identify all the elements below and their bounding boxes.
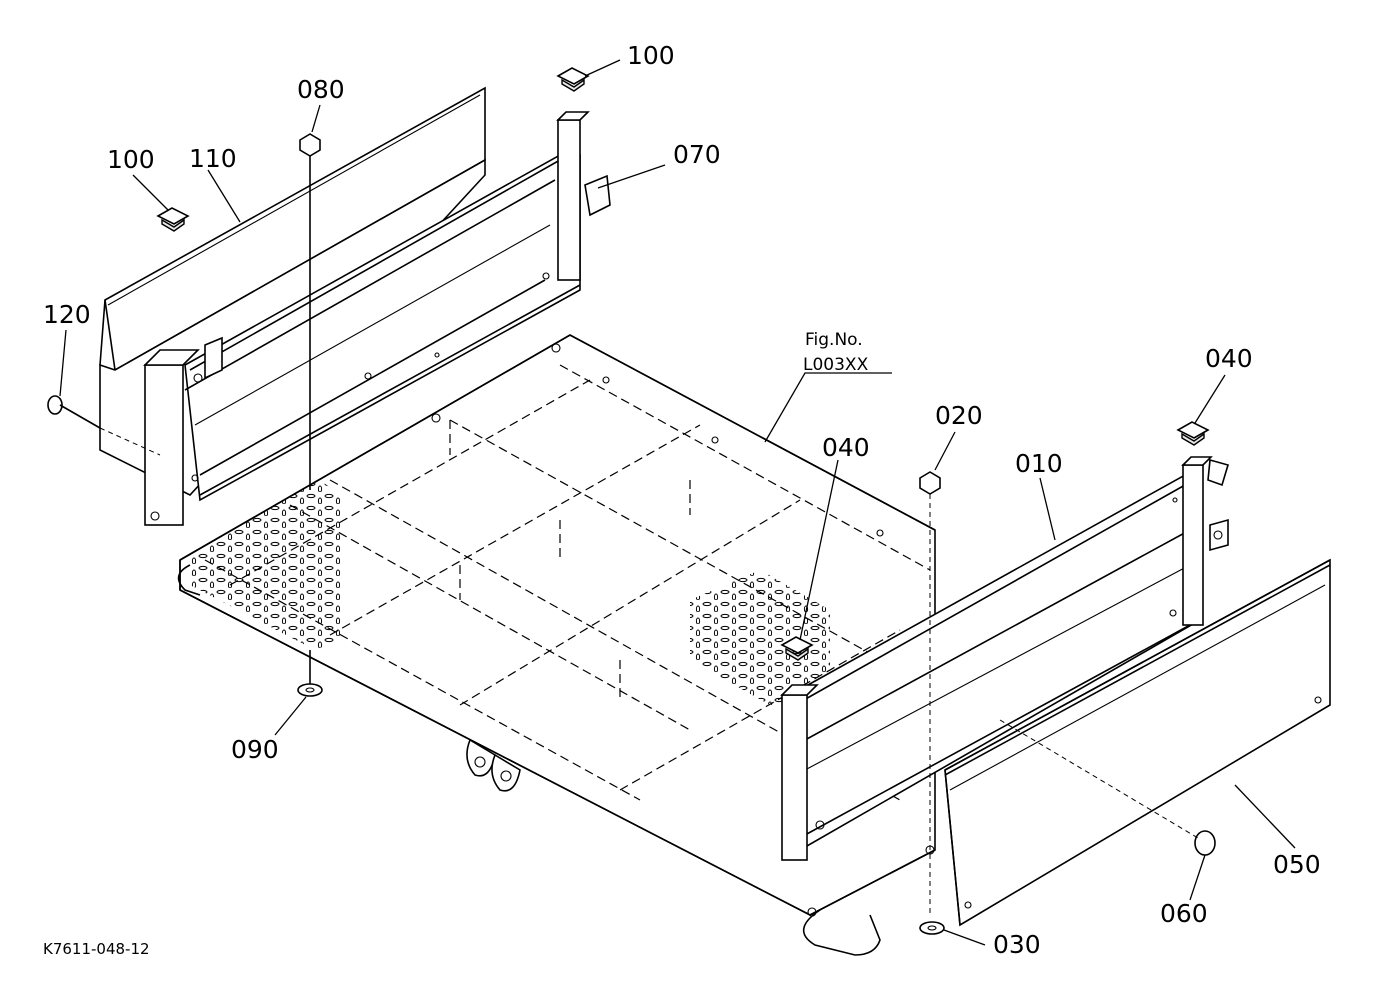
callout-120: 120 [43,300,91,329]
callout-090: 090 [231,735,279,764]
side-frame-070 [143,111,611,526]
tread-plate-right [690,570,830,705]
callout-080: 080 [297,75,345,104]
callout-100-left: 100 [107,145,155,174]
callout-050: 050 [1273,850,1321,879]
side-panel-050 [944,558,1331,927]
drawing-code: K7611-048-12 [43,940,150,958]
side-frame-010 [780,456,1230,861]
figure-number: L003XX [803,355,869,375]
nut-090 [297,650,323,697]
rivet-120 [47,395,161,456]
cap-100-top [556,67,590,92]
leader-lines [59,59,1296,946]
callout-040-right: 040 [1205,344,1253,373]
callout-060: 060 [1160,899,1208,928]
deck-frame [177,334,936,956]
cap-040-mid [780,636,814,661]
callout-110: 110 [189,144,237,173]
callout-100-top: 100 [627,41,675,70]
callout-070: 070 [673,140,721,169]
figure-label: Fig.No. [805,330,863,350]
tread-plate-left [190,480,340,650]
bolt-080 [299,133,321,490]
callout-020: 020 [935,401,983,430]
nut-030 [919,921,945,935]
cap-100-left [156,207,190,232]
bolt-020 [919,471,941,915]
callout-030: 030 [993,930,1041,959]
cap-040-right [1176,421,1210,446]
callout-010: 010 [1015,449,1063,478]
small-parts [47,67,1216,935]
callout-040-mid: 040 [822,433,870,462]
callout-labels: 100 080 100 110 070 120 Fig.No. L003XX 0… [43,41,1321,959]
